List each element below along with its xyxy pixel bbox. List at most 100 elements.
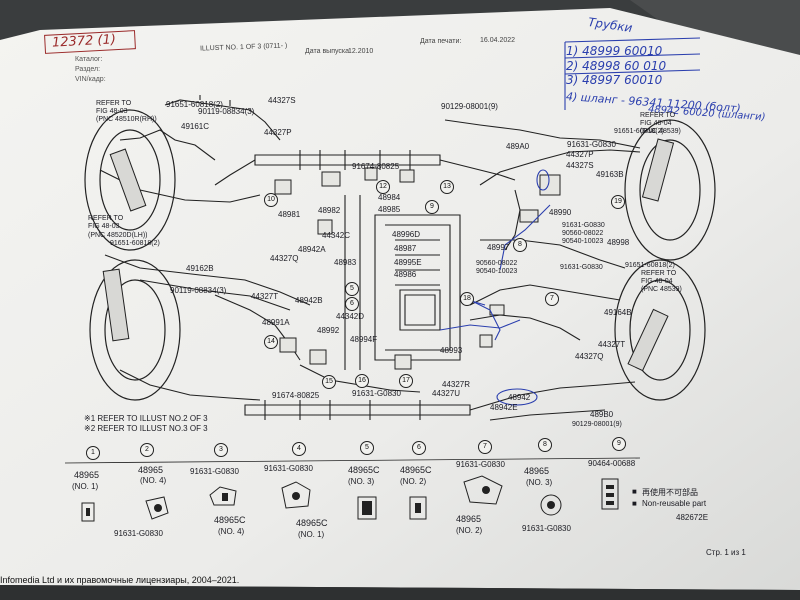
refer-label: FIG 48-04 — [640, 120, 672, 127]
clip-icon — [601, 478, 619, 510]
illust-code: 482672E — [676, 513, 709, 522]
part-label: 48993 — [440, 346, 463, 355]
clip-icon — [209, 486, 237, 506]
handwritten-title: Трубки — [587, 14, 634, 36]
refer-label: REFER TO — [641, 270, 677, 277]
callout-circle: 17 — [399, 374, 413, 388]
note-line: ※2 REFER TO ILLUST NO.3 OF 3 — [84, 424, 208, 433]
part-label: 44327P — [264, 128, 292, 137]
legend-sub: (NO. 2) — [400, 477, 427, 486]
shock-absorbers — [102, 138, 675, 372]
legend-sub: (NO. 1) — [72, 482, 99, 491]
release-date-label: Дата выпуска: — [305, 48, 351, 55]
clip-icon — [540, 494, 562, 516]
callout-circle: 12 — [376, 180, 390, 194]
refer-label: FIG 48-04 — [641, 278, 673, 285]
refer-label: REFER TO — [96, 100, 132, 107]
part-label: 90560-08022 — [562, 230, 604, 237]
part-label: 91651-60818(2) — [110, 240, 160, 247]
non-reusable-icon: ■ — [632, 487, 637, 496]
callout-circle: 7 — [545, 292, 559, 306]
part-label: 91631-G0830 — [560, 264, 603, 271]
non-reusable-icon: ■ — [632, 499, 637, 508]
page-number: Стр. 1 из 1 — [706, 548, 746, 557]
valve-components — [274, 167, 561, 370]
handwritten-marks — [439, 37, 701, 406]
part-label: 44327Q — [575, 352, 604, 361]
part-label: 48997 — [487, 243, 510, 252]
refer-label: FIG 48-03 — [88, 223, 120, 230]
part-label: 90540-10023 — [476, 268, 518, 275]
legend-item: 3 91631-G0830 48965C (NO. 4) — [188, 443, 260, 539]
part-label: 91651-60818(2) — [614, 128, 664, 135]
footer-copyright: Infomedia Ltd и их правомочные лицензиар… — [0, 575, 240, 585]
part-label: 44327U — [432, 389, 461, 398]
part-label: 48995E — [394, 258, 422, 267]
legend-sub: (NO. 4) — [218, 527, 245, 536]
callout-circle: 18 — [460, 292, 474, 306]
legend-item: 6 48965C (NO. 2) — [396, 441, 448, 531]
part-label: 48991A — [262, 318, 290, 327]
non-reusable-en: Non-reusable part — [642, 499, 707, 508]
legend-frame — [64, 457, 641, 464]
wheel-outlines — [84, 109, 716, 401]
clip-icon — [463, 475, 503, 505]
part-label: 90540-10023 — [562, 238, 604, 245]
legend-part: 48965C — [214, 515, 246, 525]
legend-number: 8 — [538, 438, 552, 452]
legend-part: 48965 — [138, 465, 164, 475]
part-label: 48942E — [490, 403, 518, 412]
part-label: 48982 — [318, 206, 341, 215]
part-label: 48983 — [334, 258, 357, 267]
legend-number: 3 — [214, 443, 228, 457]
handwritten-item: 2) 48998 60 010 — [566, 59, 667, 73]
part-label: 44342C — [322, 231, 351, 240]
vin-label: VIN/кадр: — [75, 76, 106, 83]
part-label: 48985 — [378, 205, 401, 214]
note-line: ※1 REFER TO ILLUST NO.2 OF 3 — [84, 414, 208, 423]
callout-circle: 15 — [322, 375, 336, 389]
part-label: 48984 — [378, 193, 401, 202]
part-label: 48994F — [350, 335, 378, 344]
print-date-label: Дата печати: — [420, 38, 462, 45]
handwritten-doc-code-box — [44, 30, 136, 54]
refer-label: (PNC 48520D(LH)) — [88, 232, 148, 239]
part-label: 48992 — [317, 326, 340, 335]
callout-circle: 9 — [425, 200, 439, 214]
handwritten-item: 1) 48999 60010 — [566, 44, 663, 58]
legend-part: 48965C — [348, 465, 380, 475]
part-label: 49164B — [604, 308, 632, 317]
callout-circle: 14 — [264, 335, 278, 349]
part-label: 90119-08834(3) — [198, 107, 255, 116]
legend-part: 48965 — [524, 466, 550, 476]
callout-circle: 5 — [345, 282, 359, 296]
legend-item: 5 48965C (NO. 3) — [344, 441, 396, 531]
legend-item: 1 48965 (NO. 1) — [72, 446, 130, 526]
legend-number: 9 — [612, 437, 626, 451]
clip-icon — [357, 496, 377, 520]
legend-sub: (NO. 4) — [140, 476, 167, 485]
clip-icon — [409, 496, 427, 520]
part-label: 44327T — [598, 340, 626, 349]
legend-bolt: 91631-G0830 — [522, 524, 571, 533]
handwritten-item: 3) 48997 60010 — [566, 73, 663, 87]
legend-part: 48965C — [400, 465, 432, 475]
part-label: 44327S — [268, 96, 296, 105]
part-label: 49163B — [596, 170, 624, 179]
legend-number: 5 — [360, 441, 374, 455]
part-label: 91631-G0830 — [562, 222, 605, 229]
part-label: 90129-08001(9) — [441, 102, 498, 111]
clip-icon — [145, 496, 169, 520]
clip-icon — [81, 502, 95, 522]
legend-number: 2 — [140, 443, 154, 457]
part-label: 48942B — [295, 296, 323, 305]
part-label: 44327S — [566, 161, 594, 170]
part-label: 90129-08001(9) — [572, 421, 622, 428]
legend-number: 6 — [412, 441, 426, 455]
part-label: 48986 — [394, 270, 417, 279]
legend-sub: (NO. 1) — [298, 530, 325, 539]
part-label: 48942A — [298, 245, 326, 254]
part-label: 44327P — [566, 150, 594, 159]
part-label: 48998 — [607, 238, 630, 247]
legend-part: 48965C — [296, 518, 328, 528]
